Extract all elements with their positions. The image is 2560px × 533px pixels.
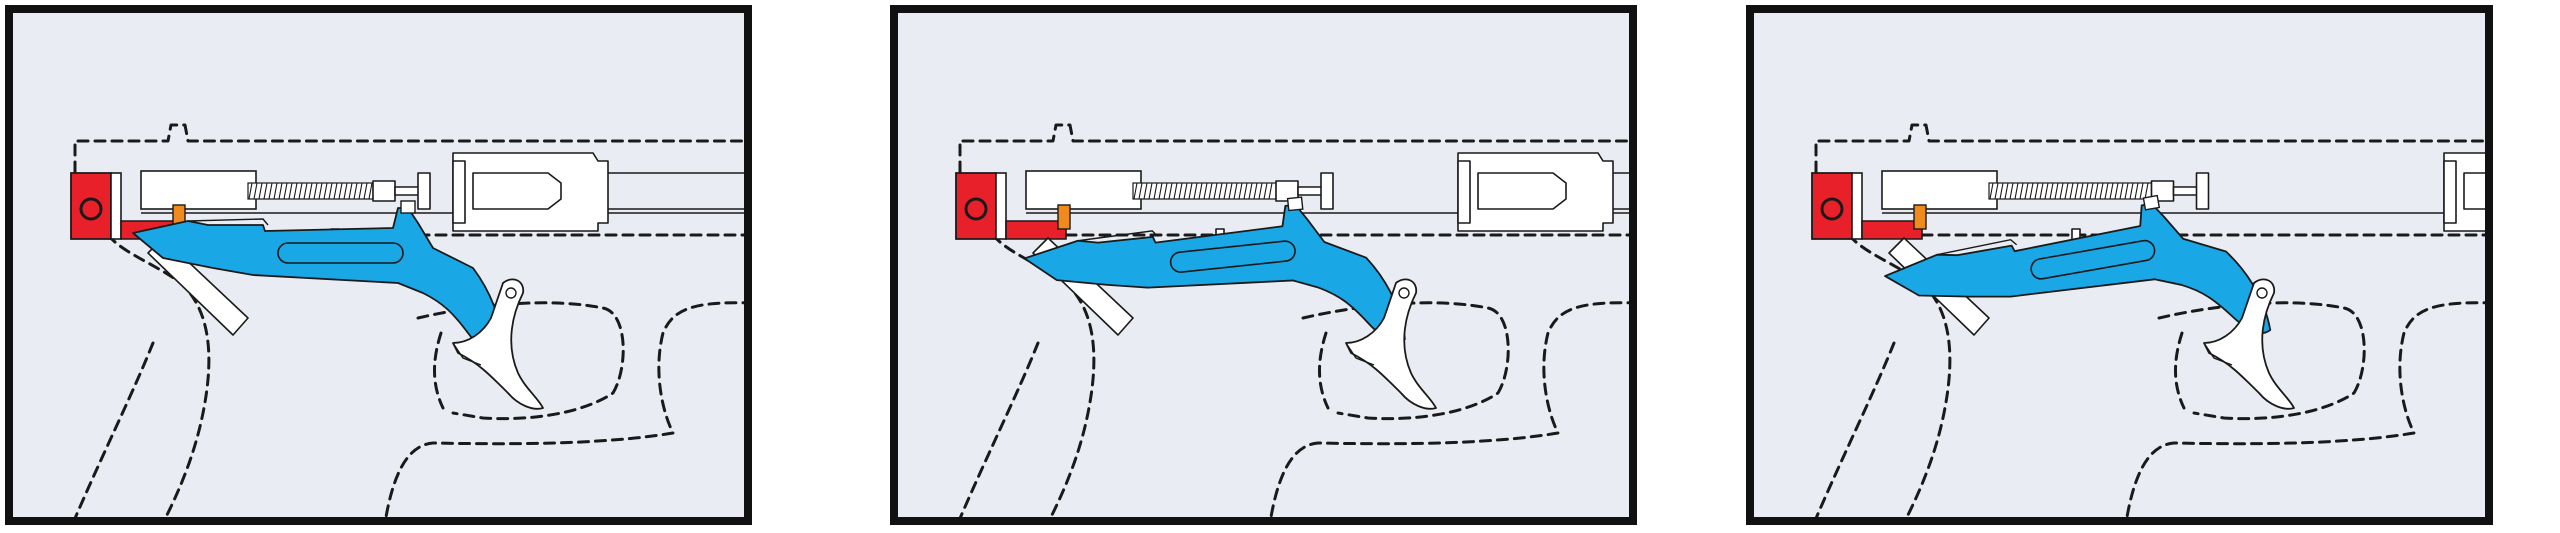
slide-assembly — [140, 152, 744, 244]
striker-spring — [1988, 182, 2153, 200]
frame-outline — [1814, 123, 2485, 517]
trigger-bar-slot — [277, 242, 404, 264]
barrel-breech — [2443, 152, 2485, 232]
mechanism-diagram — [1754, 13, 2485, 517]
trigger — [2203, 278, 2295, 410]
slide-assembly — [1881, 152, 2485, 244]
diagram-panel-1 — [5, 5, 752, 525]
trigger-bar-slot — [1169, 240, 1296, 273]
striker-spring — [1132, 182, 1277, 200]
diagram-panel-2 — [890, 5, 1637, 525]
barrel-breech — [1457, 152, 1629, 232]
trigger — [452, 278, 544, 410]
safety-block — [955, 172, 1067, 240]
mechanism-diagram — [898, 13, 1629, 517]
striker — [372, 172, 431, 210]
diagram-panel-3 — [1746, 5, 2493, 525]
striker — [1275, 172, 1334, 210]
connector-pin — [1057, 204, 1071, 230]
connector-pin — [1913, 204, 1927, 230]
barrel-breech — [452, 152, 744, 232]
trigger-bar-slot — [2030, 239, 2156, 280]
trigger — [1345, 278, 1437, 410]
trigger-bar — [1884, 194, 2272, 335]
slide-assembly — [1025, 152, 1629, 244]
mechanism-diagram — [13, 13, 744, 517]
safety-block — [1811, 172, 1923, 240]
striker-spring — [247, 182, 374, 200]
